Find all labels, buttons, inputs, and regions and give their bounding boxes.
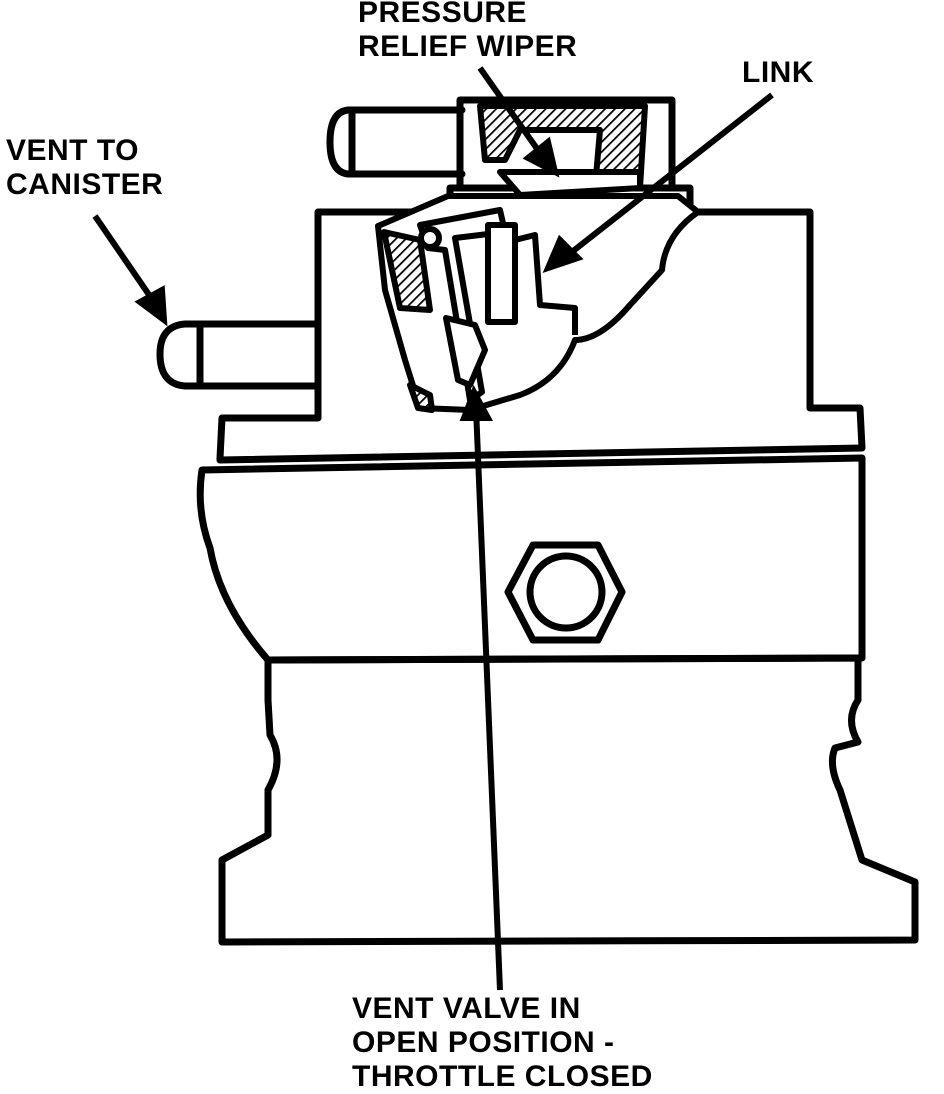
link-arrow-head: [542, 234, 584, 273]
pressure-relief-arrow-head: [522, 136, 560, 178]
label-line: VENT VALVE IN: [352, 992, 581, 1025]
main-body-middle: [196, 454, 866, 664]
canister-vent-tube: [156, 320, 322, 390]
cavity-hatch-low: [407, 382, 435, 413]
top-vent-tube: [326, 106, 466, 178]
canister-arrow-head: [134, 285, 168, 327]
label-line: CANISTER: [6, 168, 164, 201]
link-arrow-shaft: [566, 92, 774, 258]
hex-nut: [504, 541, 626, 644]
link-arm: [514, 232, 578, 335]
throttle-body-lower: [218, 654, 919, 946]
cavity-hatch-left: [381, 229, 433, 313]
label-line: LINK: [742, 56, 814, 89]
vent-valve-label: VENT VALVE IN OPEN POSITION - THROTTLE C…: [352, 992, 653, 1094]
pressure-relief-wiper-label: PRESSURE RELIEF WIPER: [358, 0, 577, 64]
upper-flange: [216, 208, 866, 464]
link-rod: [485, 222, 518, 325]
label-line: VENT TO: [6, 134, 139, 167]
canister-arrow-shaft: [92, 214, 159, 307]
label-line: OPEN POSITION -: [352, 1026, 615, 1059]
label-line: THROTTLE CLOSED: [352, 1060, 653, 1093]
lever-pivot: [418, 226, 442, 250]
nut-bore: [526, 552, 606, 632]
vent-to-canister-label: VENT TO CANISTER: [6, 134, 163, 202]
wiper-plate: [497, 169, 643, 198]
label-line: RELIEF WIPER: [358, 30, 578, 63]
pressure-relief-arrow-shaft: [477, 66, 548, 162]
vent-valve-arrow-head: [459, 384, 494, 421]
vent-valve-arrow-shaft: [473, 407, 503, 991]
valve-seat: [443, 315, 488, 388]
link-label: LINK: [742, 56, 814, 90]
label-line: PRESSURE: [358, 0, 528, 29]
